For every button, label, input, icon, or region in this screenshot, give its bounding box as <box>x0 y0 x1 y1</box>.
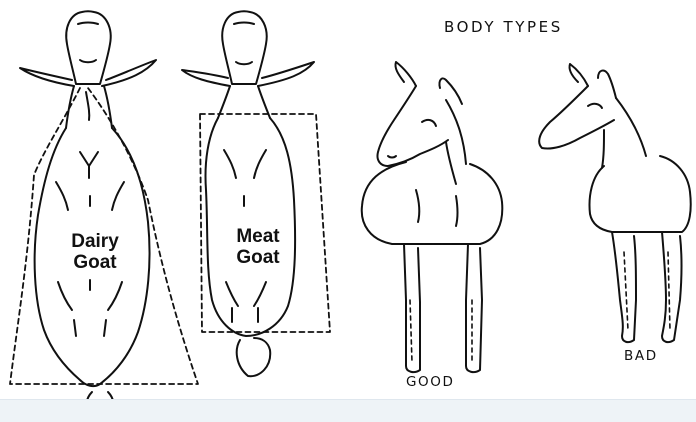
good-label: GOOD <box>406 376 455 390</box>
figure-heading: BODY TYPES <box>444 20 563 35</box>
bottom-band <box>0 399 696 422</box>
meat-goat-label-line2: Goat <box>213 247 303 268</box>
good-goat-drawing <box>362 62 503 372</box>
meat-goat-label-line1: Meat <box>213 226 303 247</box>
dairy-goat-drawing <box>10 11 198 418</box>
meat-goat-label: Meat Goat <box>213 226 303 268</box>
dairy-goat-label-line1: Dairy <box>50 231 140 252</box>
bad-label: BAD <box>624 350 658 364</box>
bad-goat-drawing <box>539 64 691 342</box>
dairy-goat-label-line2: Goat <box>50 252 140 273</box>
dairy-goat-label: Dairy Goat <box>50 231 140 273</box>
meat-goat-drawing <box>182 11 330 376</box>
